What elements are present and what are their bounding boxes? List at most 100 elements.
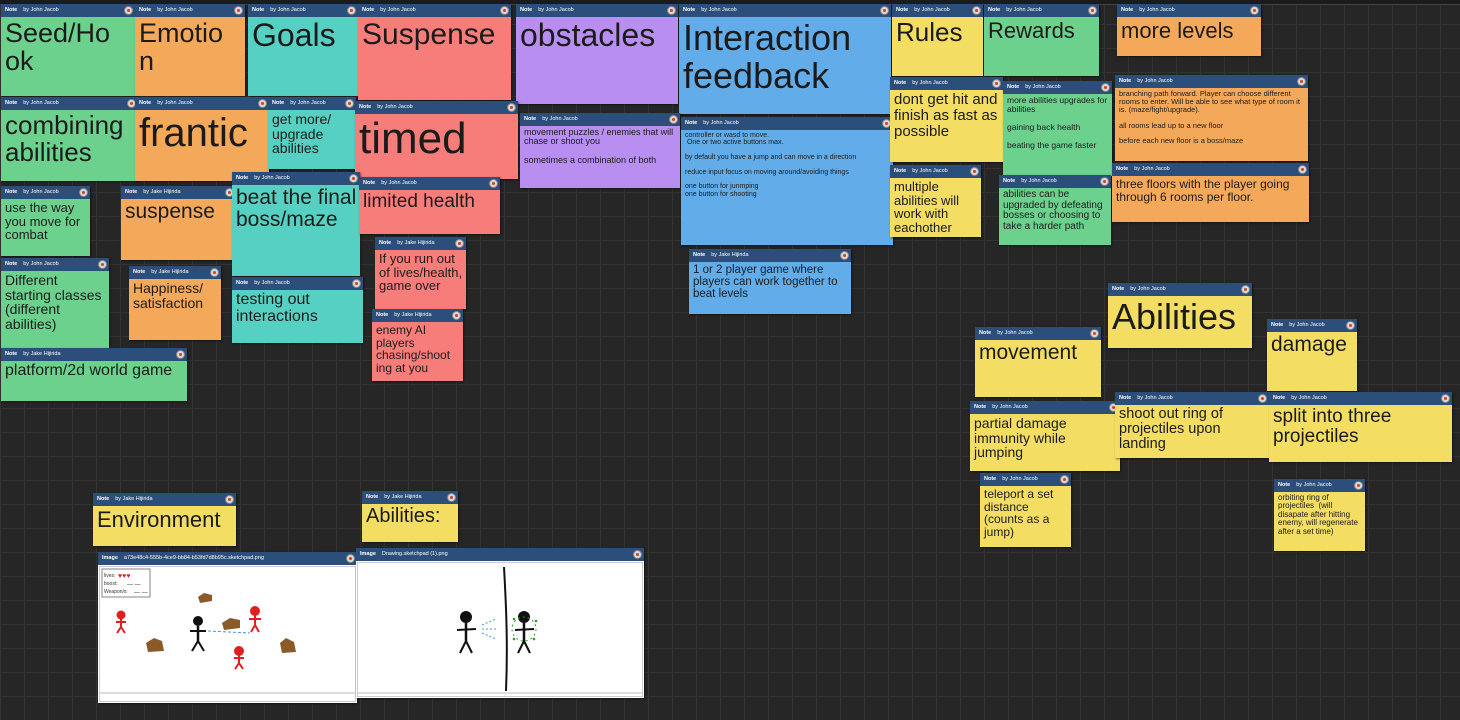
note-text[interactable]: Interaction feedback bbox=[683, 17, 862, 96]
note-menu-icon[interactable] bbox=[1100, 177, 1109, 186]
note-menu-icon[interactable] bbox=[972, 6, 981, 15]
note-menu-icon[interactable] bbox=[1346, 321, 1355, 330]
note-text[interactable]: Different starting classes (different ab… bbox=[5, 272, 106, 333]
note-text[interactable]: Environment bbox=[97, 507, 221, 532]
note-text[interactable]: Emotio n bbox=[139, 18, 231, 77]
note-text[interactable]: Goals bbox=[252, 17, 336, 53]
note-text[interactable]: combining abilities bbox=[5, 110, 131, 168]
note-menu-icon[interactable] bbox=[1441, 394, 1450, 403]
note-text[interactable]: abilities can be upgraded by defeating b… bbox=[1003, 189, 1106, 232]
note-text[interactable]: 1 or 2 player game where players can wor… bbox=[693, 264, 841, 301]
note-text[interactable]: more abilities upgrades for abilities ga… bbox=[1007, 95, 1108, 150]
note-menu-icon[interactable] bbox=[258, 99, 267, 108]
note-menu-icon[interactable] bbox=[455, 239, 464, 248]
note-menu-icon[interactable] bbox=[1060, 475, 1069, 484]
note-menu-icon[interactable] bbox=[1088, 6, 1097, 15]
note-menu-icon[interactable] bbox=[349, 174, 358, 183]
note-menu-icon[interactable] bbox=[507, 103, 516, 112]
note-menu-icon[interactable] bbox=[345, 99, 354, 108]
note-text[interactable]: timed bbox=[359, 114, 467, 163]
note-menu-icon[interactable] bbox=[447, 493, 456, 502]
note-text[interactable]: more levels bbox=[1121, 18, 1234, 43]
note-menu-icon[interactable] bbox=[880, 6, 889, 15]
note-menu-icon[interactable] bbox=[234, 6, 243, 15]
note-text[interactable]: movement puzzles / enemies that will cha… bbox=[524, 127, 674, 166]
note-text[interactable]: teleport a set distance (counts as a jum… bbox=[984, 487, 1057, 539]
note-menu-icon[interactable] bbox=[225, 495, 234, 504]
note-text[interactable]: three floors with the player going throu… bbox=[1116, 177, 1293, 204]
note-text[interactable]: obstacles bbox=[520, 17, 656, 53]
note-text[interactable]: split into three projectiles bbox=[1273, 406, 1397, 447]
note-text[interactable]: Rewards bbox=[988, 18, 1075, 43]
note-text[interactable]: limited health bbox=[363, 191, 475, 212]
note-menu-icon[interactable] bbox=[124, 6, 133, 15]
note-text[interactable]: frantic bbox=[139, 111, 248, 155]
note-text[interactable]: platform/2d world game bbox=[5, 362, 173, 379]
note-menu-icon[interactable] bbox=[500, 6, 509, 15]
card-menu-icon[interactable] bbox=[346, 554, 355, 563]
note-text[interactable]: suspense bbox=[125, 200, 215, 223]
note-menu-icon[interactable] bbox=[79, 188, 88, 197]
note-menu-icon[interactable] bbox=[347, 6, 356, 15]
note-menu-icon[interactable] bbox=[667, 6, 676, 15]
note-text[interactable]: Rules bbox=[896, 17, 963, 47]
note-menu-icon[interactable] bbox=[352, 279, 361, 288]
note-text[interactable]: use the way you move for combat bbox=[5, 200, 84, 243]
note-menu-icon[interactable] bbox=[489, 179, 498, 188]
note-text[interactable]: Abilities bbox=[1112, 296, 1237, 337]
note-text[interactable]: dont get hit and finish as fast as possi… bbox=[894, 91, 1002, 140]
note-menu-icon[interactable] bbox=[1298, 165, 1307, 174]
note-text[interactable]: shoot out ring of projectiles upon landi… bbox=[1119, 406, 1228, 453]
